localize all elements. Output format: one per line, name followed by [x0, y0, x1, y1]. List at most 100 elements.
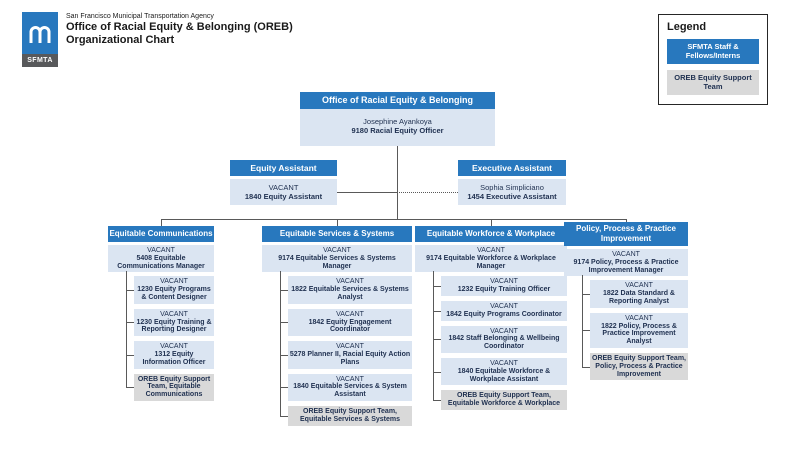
staff-title: 1842 Equity Programs Coordinator [446, 310, 562, 318]
staff-box: VACANT 1230 Equity Training & Reporting … [126, 303, 214, 337]
support-team-box: OREB Equity Support Team, Equitable Serv… [280, 401, 412, 426]
support-team-box: OREB Equity Support Team, Equitable Work… [433, 385, 567, 410]
root-box: Office of Racial Equity & Belonging Jose… [300, 92, 495, 146]
agency-name: San Francisco Municipal Transportation A… [66, 13, 214, 20]
staff-box: VACANT 1842 Staff Belonging & Wellbeing … [433, 320, 567, 354]
staff-box: VACANT 5278 Planner II, Racial Equity Ac… [280, 336, 412, 369]
staff-box: VACANT 1230 Equity Programs & Content De… [126, 271, 214, 305]
legend-title: Legend [667, 21, 707, 33]
staff-title: 1232 Equity Training Officer [457, 286, 551, 294]
staff-name: VACANT [625, 314, 653, 322]
legend-item-staff: SFMTA Staff & Fellows/Interns [667, 39, 759, 64]
staff-box: VACANT 1840 Equitable Services & System … [280, 368, 412, 402]
manager-box: VACANT 9174 Equitable Workforce & Workpl… [415, 245, 567, 273]
children-group: VACANT 1822 Data Standard & Reporting An… [582, 275, 688, 381]
staff-title: 1822 Equitable Services & Systems Analys… [291, 286, 409, 301]
staff-name: VACANT [160, 310, 188, 318]
manager-title: 9174 Equitable Workforce & Workplace Man… [426, 254, 556, 270]
connector-executive-assistant-dotted [397, 192, 458, 193]
children-group: VACANT 1232 Equity Training Officer VACA… [433, 271, 567, 410]
staff-box: VACANT 1822 Data Standard & Reporting An… [582, 275, 688, 309]
connector-drop-col-0 [161, 219, 162, 226]
connector-rail [161, 219, 627, 220]
staff-title: 1840 Equitable Workforce & Workplace Ass… [457, 367, 551, 383]
dept-column-equitable-services-systems: Equitable Services & Systems VACANT 9174… [262, 226, 412, 426]
root-dept-header: Office of Racial Equity & Belonging [300, 92, 495, 109]
executive-assistant-title: 1454 Executive Assistant [467, 191, 557, 201]
manager-name: VACANT [612, 251, 640, 258]
sfmta-logo-label: SFMTA [22, 54, 58, 67]
staff-name: VACANT [490, 327, 518, 335]
manager-title: 9174 Policy, Process & Practice Improvem… [573, 258, 679, 274]
equity-assistant-header: Equity Assistant [230, 160, 337, 176]
staff-box: VACANT 1232 Equity Training Officer [433, 271, 567, 296]
dept-header: Equitable Workforce & Workplace [415, 226, 567, 242]
manager-box: VACANT 9174 Policy, Process & Practice I… [564, 249, 688, 277]
manager-title: 5408 Equitable Communications Manager [117, 254, 205, 270]
root-panel: Josephine Ayankoya 9180 Racial Equity Of… [300, 109, 495, 146]
staff-name: VACANT [490, 278, 518, 286]
staff-name: VACANT [160, 343, 188, 351]
staff-box: VACANT 1842 Equity Programs Coordinator [433, 296, 567, 321]
legend: Legend SFMTA Staff & Fellows/Interns ORE… [658, 14, 768, 105]
children-group: VACANT 1230 Equity Programs & Content De… [126, 271, 214, 401]
staff-box: VACANT 1840 Equitable Workforce & Workpl… [433, 352, 567, 386]
staff-title: 1842 Staff Belonging & Wellbeing Coordin… [448, 335, 560, 351]
dept-column-equitable-communications: Equitable Communications VACANT 5408 Equ… [108, 226, 214, 401]
staff-title: 1230 Equity Programs & Content Designer [137, 286, 211, 301]
staff-name: VACANT [490, 359, 518, 367]
staff-box: VACANT 1822 Policy, Process & Practice I… [582, 307, 688, 349]
staff-box: VACANT 1312 Equity Information Officer [126, 336, 214, 369]
staff-name: VACANT [336, 375, 364, 383]
staff-title: 1840 Equitable Services & System Assista… [293, 383, 407, 399]
staff-name: VACANT [336, 310, 364, 318]
staff-name: VACANT [160, 278, 188, 286]
staff-title: 5278 Planner II, Racial Equity Action Pl… [289, 350, 411, 366]
staff-box: VACANT 1822 Equitable Services & Systems… [280, 271, 412, 305]
manager-title: 9174 Equitable Services & Systems Manage… [278, 254, 396, 270]
connector-drop-col-1 [337, 219, 338, 226]
manager-box: VACANT 9174 Equitable Services & Systems… [262, 245, 412, 273]
root-person-name: Josephine Ayankoya [363, 117, 432, 126]
equity-assistant-panel: VACANT 1840 Equity Assistant [230, 179, 337, 205]
dept-column-equitable-workforce-workplace: Equitable Workforce & Workplace VACANT 9… [415, 226, 567, 410]
connector-equity-assistant [337, 192, 397, 193]
executive-assistant-header: Executive Assistant [458, 160, 566, 176]
executive-assistant-panel: Sophia Simpliciano 1454 Executive Assist… [458, 179, 566, 205]
staff-title: 1842 Equity Engagement Coordinator [308, 318, 392, 334]
staff-box: VACANT 1842 Equity Engagement Coordinato… [280, 303, 412, 337]
connector-root-vertical [397, 146, 398, 219]
muni-worm-icon [29, 26, 51, 43]
staff-title: 1312 Equity Information Officer [142, 350, 206, 366]
page-subtitle: Organizational Chart [66, 34, 175, 46]
page-title-block: San Francisco Municipal Transportation A… [66, 13, 293, 47]
sfmta-logo: SFMTA [22, 12, 58, 67]
staff-name: VACANT [625, 282, 653, 290]
connector-drop-col-3 [626, 219, 627, 222]
legend-item-support: OREB Equity Support Team [667, 70, 759, 95]
equity-assistant-name: VACANT [268, 183, 299, 192]
staff-title: 1822 Data Standard & Reporting Analyst [603, 290, 675, 305]
staff-name: VACANT [336, 278, 364, 286]
equity-assistant-title: 1840 Equity Assistant [244, 191, 323, 201]
staff-title: 1230 Equity Training & Reporting Designe… [136, 318, 212, 334]
sfmta-logo-icon [22, 12, 58, 54]
dept-column-policy-process-practice: Policy, Process & Practice Improvement V… [564, 222, 688, 381]
staff-name: VACANT [336, 343, 364, 351]
staff-title: 1822 Policy, Process & Practice Improvem… [601, 322, 677, 346]
page-title: Office of Racial Equity & Belonging (ORE… [66, 21, 293, 33]
root-person-title: 9180 Racial Equity Officer [351, 126, 444, 135]
executive-assistant-name: Sophia Simpliciano [480, 183, 544, 192]
support-team-box: OREB Equity Support Team, Policy, Proces… [582, 347, 688, 381]
manager-name: VACANT [477, 247, 505, 254]
dept-header: Policy, Process & Practice Improvement [564, 222, 688, 246]
executive-assistant-box: Executive Assistant Sophia Simpliciano 1… [458, 160, 566, 205]
manager-box: VACANT 5408 Equitable Communications Man… [108, 245, 214, 273]
manager-name: VACANT [147, 247, 175, 254]
staff-name: VACANT [490, 302, 518, 310]
children-group: VACANT 1822 Equitable Services & Systems… [280, 271, 412, 426]
manager-name: VACANT [323, 247, 351, 254]
dept-header: Equitable Services & Systems [262, 226, 412, 242]
equity-assistant-box: Equity Assistant VACANT 1840 Equity Assi… [230, 160, 337, 205]
